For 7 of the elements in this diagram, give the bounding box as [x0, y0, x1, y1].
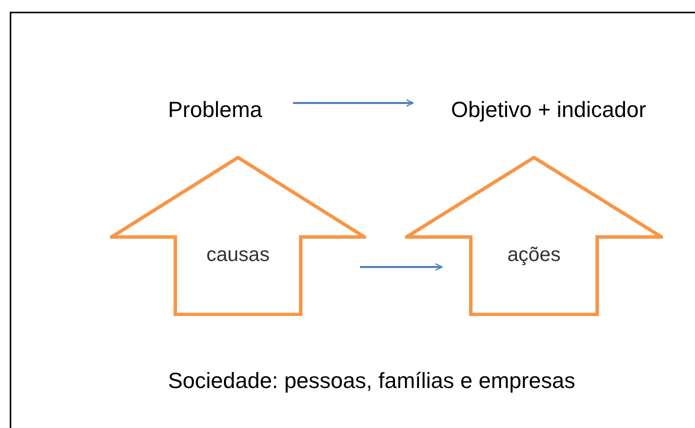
shape-label: causas	[205, 244, 271, 267]
node-label: Objetivo + indicador	[450, 97, 648, 123]
shape-label: ações	[506, 244, 562, 267]
caption-text: Sociedade: pessoas, famílias e empresas	[168, 368, 576, 394]
arrow	[293, 99, 414, 107]
node-label: Problema	[167, 97, 264, 123]
arrow	[360, 263, 443, 271]
